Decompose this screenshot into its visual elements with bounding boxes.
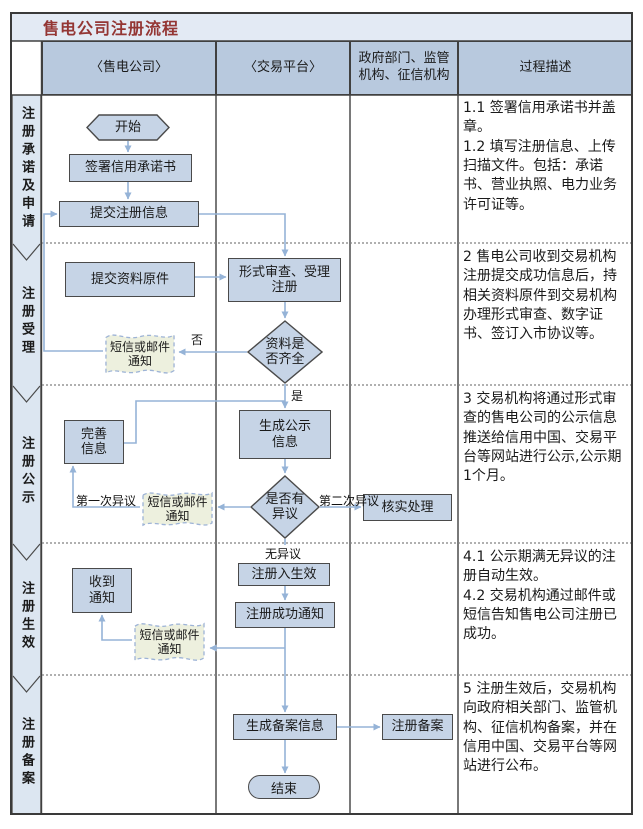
- node-label: 完善 信息: [80, 426, 107, 457]
- connector-submit-to-review: [199, 213, 289, 257]
- chevron-down-icon: [12, 543, 41, 561]
- node-label: 注册入生效: [251, 566, 317, 582]
- node-label: 形式审查、受理 注册: [238, 264, 330, 295]
- header-label: 政府部门、监管机构、征信机构: [358, 51, 450, 83]
- edge-label-first-objection: 第一次异议: [76, 494, 137, 508]
- node-label: 生成备案信息: [245, 719, 324, 735]
- registration-effective-node: 注册入生效: [238, 563, 330, 586]
- lane-label-filing: 注册备案: [19, 717, 34, 789]
- description-step-5: 5 注册生效后，交易机构向政府相关部门、监管机构、征信机构备案，并在信用中国、交…: [463, 681, 617, 775]
- connector-notify2-to-improve: [69, 465, 140, 508]
- flow-connectors: [43, 141, 381, 774]
- success-notice-node: 注册成功通知: [235, 602, 335, 628]
- header-label: 〈售电公司〉: [89, 59, 168, 75]
- page-title: 售电公司注册流程: [43, 18, 180, 38]
- description-step-2: 2 售电公司收到交易机构注册提交成功信息后，持相关资料原件到交易机构办理形式审查…: [463, 249, 617, 343]
- description-step-3: 3 交易机构将通过形式审查的售电公司的公示信息推送给信用中国、交易平台等网站进行…: [463, 391, 622, 485]
- wave-document-icon: [132, 617, 207, 667]
- row-separators: [42, 242, 633, 676]
- title-bar: 售电公司注册流程: [10, 12, 633, 41]
- start-label: 开始: [114, 119, 141, 135]
- end-node: 结束: [248, 775, 320, 799]
- diamond-shape-icon: [250, 475, 320, 539]
- notify-document-3: 短信或邮件 通知: [132, 617, 207, 667]
- node-label: 生成公示 信息: [258, 419, 311, 450]
- wave-document-icon: [103, 328, 177, 380]
- materials-complete-decision: 资料是 否齐全: [247, 320, 323, 384]
- description-step-1: 1.1 签署信用承诺书并盖章。 1.2 填写注册信息、上传扫描文件。包括：承诺书…: [463, 100, 617, 213]
- notify-label: 短信或邮件 通知: [147, 494, 208, 523]
- diamond-shape-icon: [247, 320, 323, 384]
- generate-publicity-node: 生成公示 信息: [239, 410, 331, 459]
- improve-info-node: 完善 信息: [64, 420, 124, 464]
- notify-document-1: 短信或邮件 通知: [103, 328, 177, 380]
- node-label: 注册备案: [391, 719, 444, 735]
- lane-label-publicity: 注册公示: [19, 436, 34, 508]
- edge-label-yes: 是: [291, 389, 304, 403]
- lane-chevron-icons: [12, 243, 41, 693]
- chevron-down-icon: [12, 243, 41, 261]
- description-step-4: 4.1 公示期满无异议的注册自动生效。 4.2 交易机构通过邮件或短信告知售电公…: [463, 549, 617, 643]
- generate-filing-node: 生成备案信息: [233, 714, 337, 740]
- notify-label: 短信或邮件 通知: [109, 339, 170, 368]
- header-government-agencies: 政府部门、监管机构、征信机构: [350, 41, 458, 95]
- header-label: 〈交易平台〉: [243, 59, 322, 75]
- node-label: 签署信用承诺书: [84, 160, 176, 176]
- has-objection-decision: 是否有 异议: [250, 475, 320, 539]
- connector-notify3-to-receive: [98, 614, 132, 641]
- registration-filing-node: 注册备案: [382, 714, 453, 740]
- chevron-down-icon: [12, 385, 41, 403]
- receive-notice-node: 收到 通知: [72, 568, 132, 613]
- verify-handle-node: 核实处理: [363, 494, 452, 521]
- header-label: 过程描述: [519, 59, 572, 75]
- hexagon-shape-icon: [86, 114, 170, 141]
- sign-commitment-node: 签署信用承诺书: [69, 154, 192, 182]
- lane-label-commitment-application: 注册承诺及申请: [19, 106, 34, 232]
- connector-improve-to-publicity-line: [124, 400, 285, 444]
- header-process-description: 过程描述: [458, 41, 633, 95]
- notify-document-2: 短信或邮件 通知: [140, 487, 215, 531]
- node-label: 注册成功通知: [245, 607, 324, 623]
- start-node: 开始: [86, 114, 170, 141]
- lane-label-acceptance: 注册受理: [19, 286, 34, 358]
- node-label: 收到 通知: [88, 575, 115, 606]
- node-label: 提交注册信息: [89, 206, 168, 222]
- decision-label: 资料是 否齐全: [265, 336, 305, 367]
- notify-label: 短信或邮件 通知: [139, 627, 200, 656]
- formal-review-node: 形式审查、受理 注册: [228, 258, 341, 302]
- submit-registration-node: 提交注册信息: [59, 201, 199, 227]
- connector-notify1-back-to-submit: [43, 210, 103, 352]
- submit-documents-node: 提交资料原件: [65, 262, 195, 297]
- decision-label: 是否有 异议: [265, 491, 305, 522]
- node-label: 核实处理: [381, 499, 434, 515]
- lane-label-effective: 注册生效: [19, 581, 34, 653]
- header-seller-company: 〈售电公司〉: [42, 41, 216, 95]
- edge-label-no: 否: [191, 333, 204, 347]
- wave-document-icon: [140, 487, 215, 531]
- lane-band: [12, 95, 41, 815]
- table-grid: [10, 40, 633, 815]
- edge-label-no-objection: 无异议: [263, 545, 304, 562]
- chevron-down-icon: [12, 675, 41, 693]
- node-label: 提交资料原件: [90, 271, 169, 287]
- end-label: 结束: [270, 781, 297, 797]
- edge-label-second-objection: 第二次异议: [319, 494, 380, 508]
